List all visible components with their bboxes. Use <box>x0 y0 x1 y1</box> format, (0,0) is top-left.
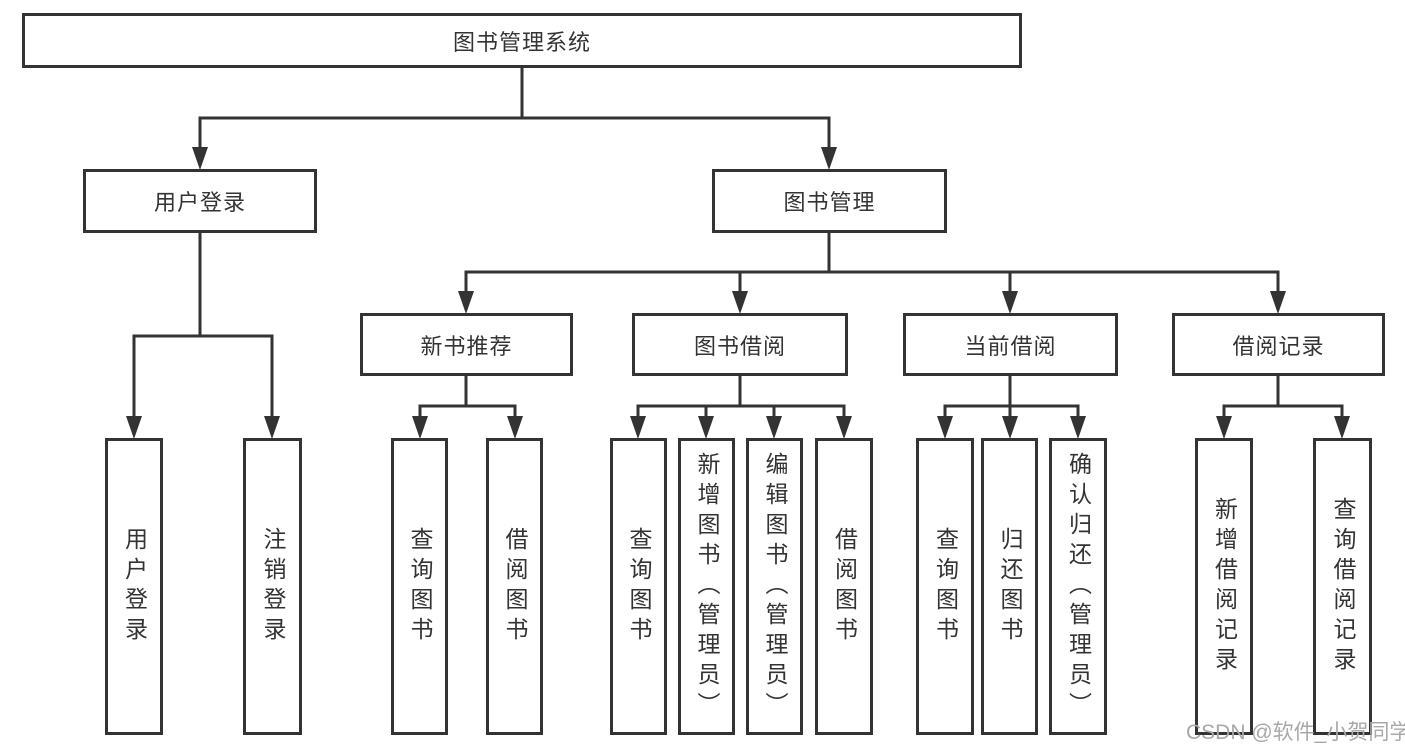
leaf-label: 查询图书 <box>407 526 433 647</box>
leaf-record-query-borrow-record: 查询借阅记录 <box>1313 438 1372 735</box>
node-label: 图书借阅 <box>693 333 786 359</box>
leaf-recommend-borrow-books: 借阅图书 <box>486 438 543 735</box>
leaf-logout-login: 注销登录 <box>243 438 302 735</box>
node-root-library-management-system: 图书管理系统 <box>22 13 1022 68</box>
leaf-record-add-borrow-record: 新增借阅记录 <box>1195 438 1253 735</box>
node-current-borrow: 当前借阅 <box>903 313 1118 376</box>
node-user-login: 用户登录 <box>83 169 317 233</box>
leaf-current-confirm-return-admin: 确认归还（管理员） <box>1049 438 1107 735</box>
leaf-label: 编辑图书（管理员） <box>762 451 788 722</box>
csdn-watermark: CSDN @软件_小贺同学 <box>1186 721 1405 744</box>
leaf-label: 归还图书 <box>997 526 1023 647</box>
leaf-current-query-books: 查询图书 <box>916 438 974 735</box>
node-label: 当前借阅 <box>964 333 1057 359</box>
node-borrow-record: 借阅记录 <box>1172 313 1385 376</box>
leaf-label: 新增图书（管理员） <box>694 451 720 722</box>
node-label: 新书推荐 <box>420 333 513 359</box>
leaf-label: 查询图书 <box>626 526 652 647</box>
leaf-borrow-query-books: 查询图书 <box>610 438 667 735</box>
arrow-down-icons <box>126 147 1350 439</box>
leaf-label: 查询图书 <box>932 526 959 647</box>
leaf-label: 用户登录 <box>121 526 148 647</box>
leaf-label: 借阅图书 <box>831 526 858 647</box>
node-new-book-recommend: 新书推荐 <box>360 313 573 376</box>
leaf-borrow-borrow-books: 借阅图书 <box>815 438 873 735</box>
leaf-label: 借阅图书 <box>502 526 528 647</box>
leaf-label: 新增借阅记录 <box>1211 496 1238 677</box>
node-book-borrow: 图书借阅 <box>632 313 848 376</box>
node-label: 图书管理 <box>783 190 876 215</box>
node-label: 借阅记录 <box>1232 333 1325 359</box>
leaf-user-login: 用户登录 <box>105 438 163 735</box>
node-label: 图书管理系统 <box>452 29 591 55</box>
leaf-label: 确认归还（管理员） <box>1065 451 1092 722</box>
leaf-borrow-edit-books-admin: 编辑图书（管理员） <box>746 438 803 735</box>
leaf-recommend-query-books: 查询图书 <box>391 438 448 735</box>
node-book-management: 图书管理 <box>712 169 947 233</box>
leaf-label: 注销登录 <box>260 526 286 647</box>
leaf-label: 查询借阅记录 <box>1330 496 1356 677</box>
leaf-borrow-add-books-admin: 新增图书（管理员） <box>678 438 735 735</box>
leaf-current-return-books: 归还图书 <box>981 438 1038 735</box>
node-label: 用户登录 <box>153 190 246 215</box>
